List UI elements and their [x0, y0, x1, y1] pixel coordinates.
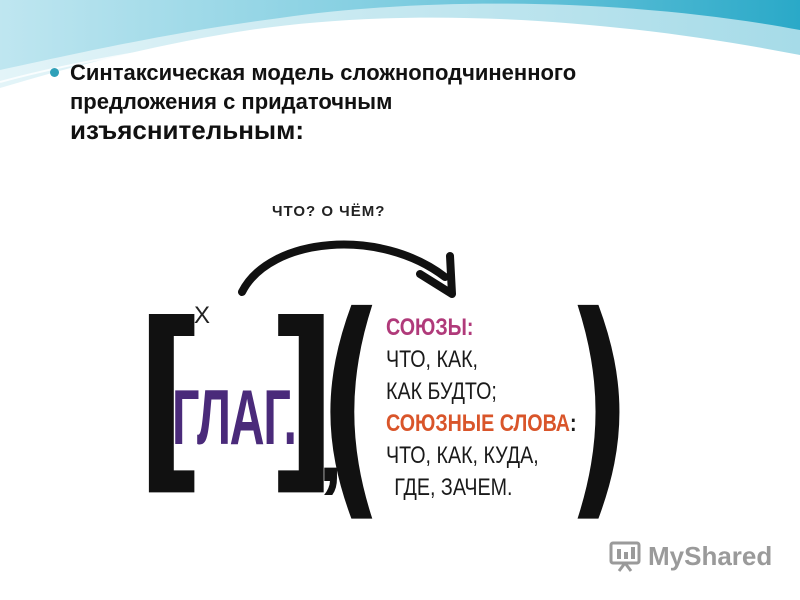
header-wave-decoration — [0, 0, 800, 88]
verb-label: ГЛАГ. — [172, 373, 297, 461]
verb-marker: Х — [194, 302, 211, 329]
logo-text: MyShared — [648, 540, 773, 571]
conj-words-line-1: ЧТО, КАК, КУДА, — [386, 442, 539, 469]
conj-words-line-2: ГДЕ, ЗАЧЕМ. — [394, 474, 513, 501]
conj-words-heading: СОЮЗНЫЕ СЛОВА — [386, 410, 571, 437]
title-line-1: Синтаксическая модель сложноподчиненного — [70, 60, 577, 85]
bullet-point — [50, 68, 59, 77]
main-clause-bracket-right: ] — [268, 281, 337, 514]
conjunctions-line-1: ЧТО, КАК, — [386, 346, 479, 373]
myshared-logo: MyShared — [608, 538, 772, 574]
conjunctions-line-2: КАК БУДТО; — [386, 378, 497, 405]
conj-words-colon: : — [570, 410, 577, 437]
title-line-2: предложения с придаточным — [70, 89, 393, 114]
comma-separator: , — [318, 401, 344, 501]
subordinate-paren-right: ) — [566, 264, 632, 544]
title-line-3: изъяснительным: — [70, 115, 305, 145]
conj-words-row: СОЮЗНЫЕ СЛОВА: — [386, 408, 577, 440]
arrow-curve — [238, 240, 456, 298]
question-label: ЧТО? О ЧЁМ? — [272, 203, 386, 220]
slide-title: Синтаксическая модель сложноподчиненного… — [70, 58, 750, 145]
subordinate-paren-left: ( — [318, 264, 384, 544]
conjunctions-heading: СОЮЗЫ: — [386, 314, 474, 341]
presentation-board-icon — [609, 541, 641, 572]
subordinate-clause-content: СОЮЗЫ: ЧТО, КАК, КАК БУДТО; СОЮЗНЫЕ СЛОВ… — [386, 312, 618, 504]
main-clause-bracket-left: [ — [136, 281, 205, 514]
